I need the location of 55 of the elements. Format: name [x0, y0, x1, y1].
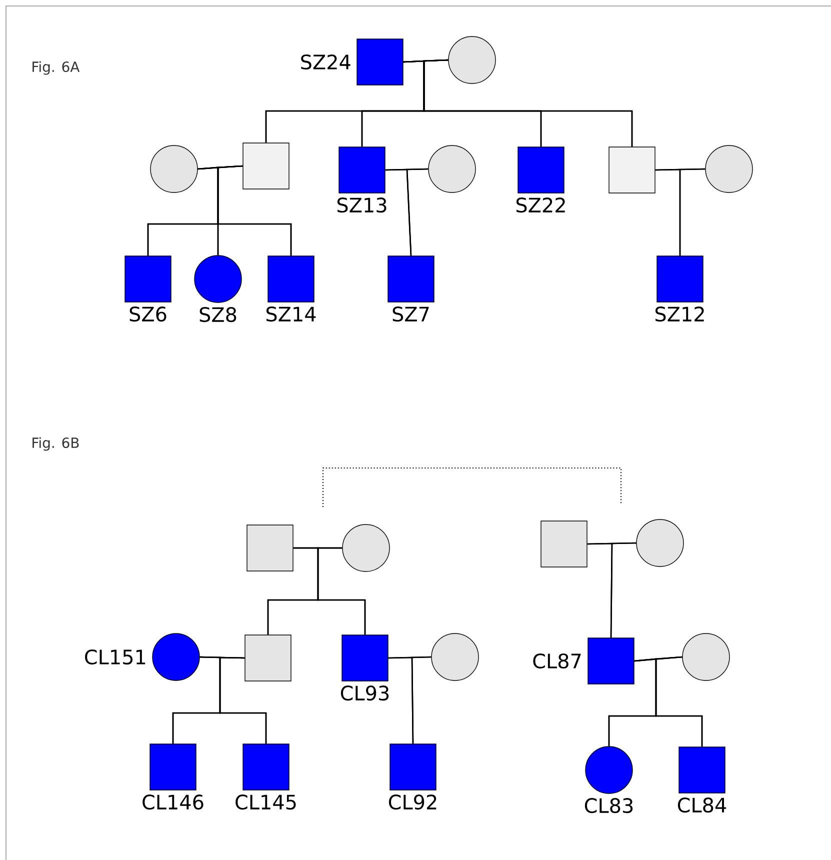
male-square: [678, 746, 726, 794]
female-circle: [150, 145, 198, 193]
female-circle: [585, 746, 633, 794]
male-square: [356, 38, 404, 86]
person-label: CL87: [533, 653, 581, 669]
person-label: CL93: [340, 686, 389, 701]
female-circle: [448, 36, 496, 84]
pedigree-line: [655, 656, 703, 747]
pedigree-line: [406, 168, 428, 256]
female-circle: [152, 633, 200, 681]
pedigree-line: [679, 168, 706, 256]
person-label: SZ6: [130, 306, 166, 322]
male-square: [342, 634, 388, 682]
person-label: SZ24: [301, 54, 350, 70]
female-circle: [682, 633, 730, 681]
person-label: SZ13: [337, 198, 386, 213]
person-label: CL145: [236, 794, 296, 810]
female-circle: [428, 145, 476, 193]
person-label: SZ7: [392, 306, 429, 322]
person-label: CL83: [584, 798, 633, 814]
male-square: [338, 146, 386, 194]
male-square: [242, 744, 290, 790]
female-circle: [194, 255, 242, 303]
male-square: [388, 256, 434, 302]
pedigree-line: [219, 656, 267, 744]
figure-label: Fig. 6B: [32, 437, 79, 451]
male-square: [390, 744, 436, 790]
male-square: [656, 256, 704, 302]
pedigree-line: [217, 165, 292, 256]
male-square: [246, 524, 294, 572]
male-square: [244, 634, 292, 682]
pedigree-line: [411, 656, 432, 744]
person-label: CL92: [388, 794, 436, 810]
person-label: SZ8: [200, 307, 236, 322]
male-square: [608, 146, 656, 194]
person-label: CL146: [142, 794, 204, 810]
male-square: [150, 744, 196, 790]
female-circle: [431, 633, 479, 681]
pedigree-line: [317, 547, 366, 635]
male-square: [124, 256, 172, 302]
female-circle: [342, 524, 390, 572]
person-label: CL84: [678, 798, 726, 813]
male-square: [540, 520, 588, 568]
female-circle: [636, 519, 684, 567]
female-circle: [705, 145, 753, 193]
male-square: [242, 142, 290, 190]
person-label: SZ22: [516, 198, 565, 213]
male-square: [588, 638, 634, 684]
person-label: CL151: [85, 649, 146, 665]
pedigree-line: [610, 542, 636, 638]
person-label: SZ14: [266, 306, 316, 322]
male-square: [518, 146, 564, 194]
person-label: SZ12: [655, 306, 704, 322]
male-square: [268, 256, 314, 302]
figure-label: Fig. 6A: [32, 61, 80, 75]
